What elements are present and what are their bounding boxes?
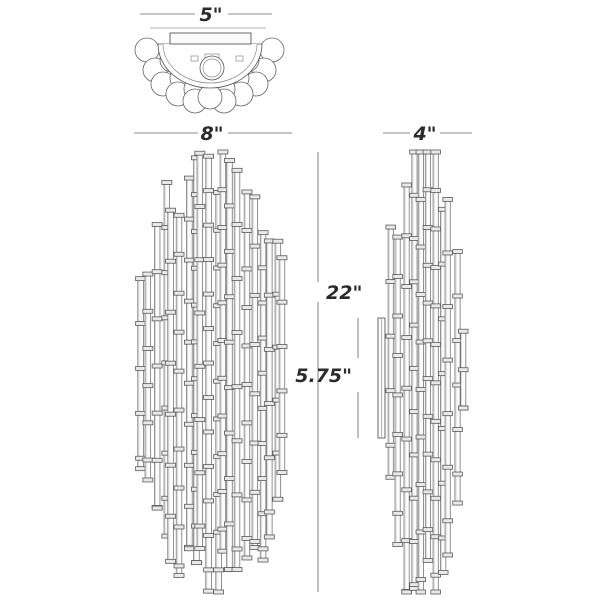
dimension-front-width-label: 8" xyxy=(200,123,223,145)
dimension-front-height: 22" xyxy=(317,152,362,592)
side-rod-2 xyxy=(392,234,403,547)
front-view: 8" 22" xyxy=(134,123,362,595)
top-view-center-socket-inner xyxy=(202,58,222,78)
side-view: 4" 5.75" xyxy=(295,123,472,595)
dimension-top-width: 5" xyxy=(140,4,272,29)
front-rod-5 xyxy=(165,207,176,564)
front-rod-10 xyxy=(203,153,215,594)
front-rod-16 xyxy=(249,194,261,550)
front-rod-14 xyxy=(231,167,243,572)
side-rod-3 xyxy=(401,182,412,595)
front-rod-7 xyxy=(183,175,195,552)
side-rod-9 xyxy=(442,196,453,558)
front-rod-20 xyxy=(276,255,288,475)
dimension-front-width: 8" xyxy=(134,123,292,145)
front-rod-3 xyxy=(151,222,163,511)
side-view-rod-cluster xyxy=(385,149,469,595)
side-rod-10 xyxy=(452,249,463,506)
side-rod-11 xyxy=(458,328,469,411)
dimension-side-width-label: 4" xyxy=(412,123,436,145)
dimension-backplate-height-label: 5.75" xyxy=(295,365,352,387)
dimension-side-width: 4" xyxy=(383,123,472,145)
front-rod-2 xyxy=(142,271,154,483)
front-rod-13 xyxy=(224,158,235,572)
front-rod-18 xyxy=(263,238,275,540)
dimension-front-height-label: 22" xyxy=(326,282,362,304)
top-view: 5" xyxy=(134,4,285,114)
side-rod-5 xyxy=(415,149,427,595)
dimension-backplate-height: 5.75" xyxy=(295,318,359,438)
side-view-backplate xyxy=(377,317,386,439)
front-rod-15 xyxy=(241,189,253,561)
front-rod-1 xyxy=(135,276,147,472)
top-view-mount-hole-right xyxy=(235,55,244,62)
dimension-top-width-label: 5" xyxy=(199,4,222,26)
front-view-rod-cluster xyxy=(135,149,288,595)
top-view-backplate xyxy=(169,32,252,45)
front-rod-6 xyxy=(173,212,185,578)
front-rod-9 xyxy=(194,150,206,551)
side-rod-1 xyxy=(385,224,396,480)
front-rod-17 xyxy=(257,230,269,563)
side-rod-4 xyxy=(409,149,420,591)
top-view-mount-hole-left xyxy=(190,55,199,62)
side-rod-8 xyxy=(438,206,449,575)
